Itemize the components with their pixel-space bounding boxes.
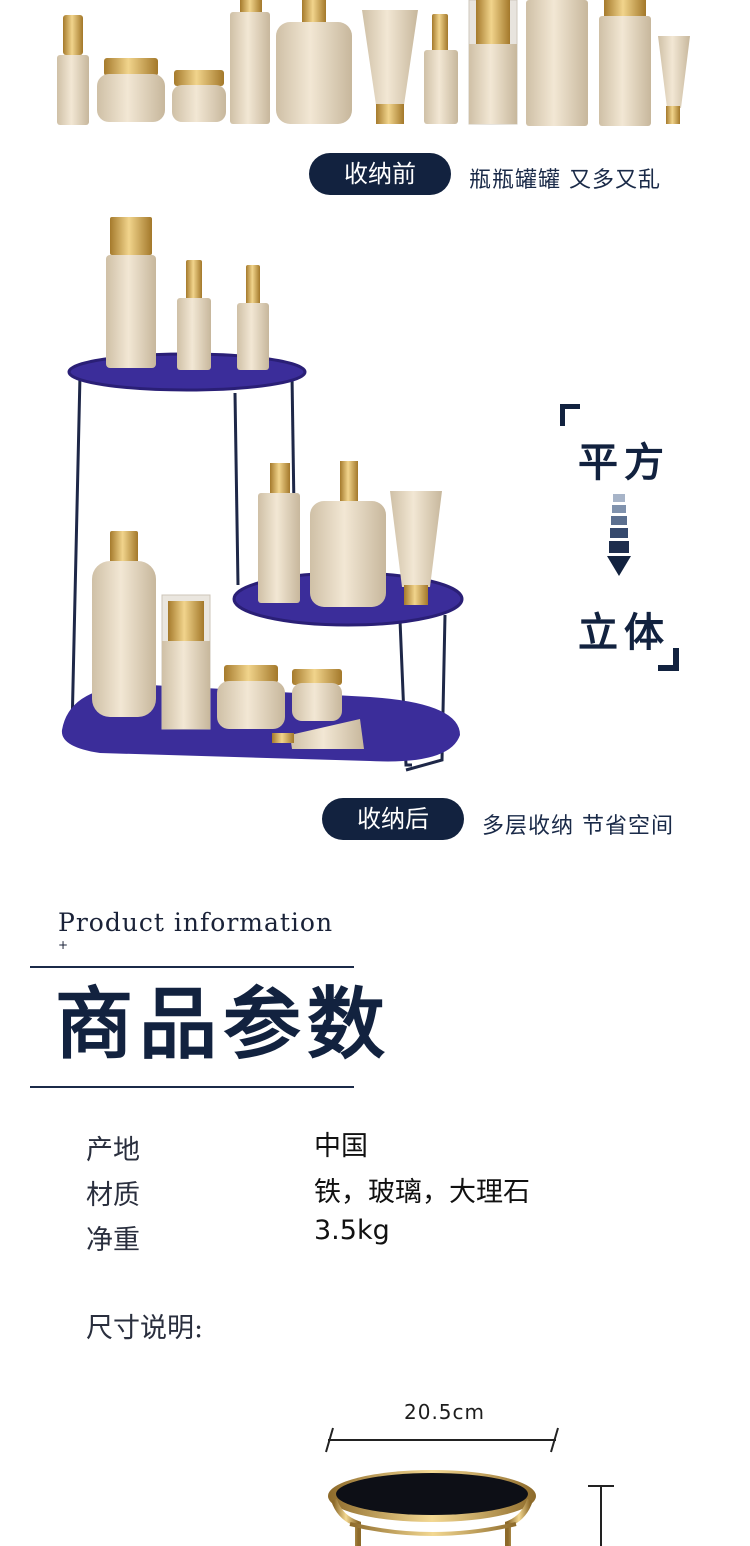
- airless-bottle: [468, 0, 518, 125]
- corner-bracket-bottom: [658, 648, 679, 671]
- after-caption: 多层收纳 节省空间: [482, 814, 674, 839]
- tall-bottle-2: [526, 0, 588, 126]
- slim-tube: [658, 36, 690, 124]
- cluttered-products-illustration: [57, 0, 690, 126]
- corner-bracket-top: [560, 404, 580, 426]
- cream-jar-large: [97, 58, 165, 122]
- small-dropper-bottle: [424, 14, 458, 124]
- down-arrow-icon: [607, 494, 631, 576]
- dropper-bottle: [57, 15, 89, 125]
- transform-graphic: [560, 404, 679, 671]
- transform-to-text: 立体: [578, 609, 670, 656]
- spec-label: 净重: [86, 1225, 140, 1256]
- spec-value: 中国: [314, 1131, 368, 1162]
- before-caption: 瓶瓶罐罐 又多又乱: [469, 168, 661, 193]
- width-dimension-label: 20.5cm: [404, 1400, 486, 1424]
- spec-label: 产地: [86, 1135, 140, 1166]
- organizer-stand-illustration: [61, 217, 464, 772]
- plus-mark-icon: +: [58, 938, 69, 952]
- section-title-english: Product information: [58, 908, 334, 937]
- title-rule-bottom: [30, 1086, 354, 1088]
- product-dimension-drawing: [325, 1427, 614, 1546]
- transform-from-text: 平方: [578, 439, 670, 486]
- title-rule-top: [30, 966, 354, 968]
- cream-tube: [362, 10, 418, 124]
- cream-jar-small: [172, 70, 226, 122]
- pump-bottle: [276, 0, 352, 124]
- round-stand-top: [328, 1470, 536, 1546]
- width-dimension-line: [325, 1427, 559, 1453]
- before-label-badge: 收纳前: [309, 153, 451, 195]
- tall-bottle: [230, 0, 270, 124]
- gold-cap-bottle: [599, 0, 651, 126]
- spec-value: 3.5kg: [314, 1215, 390, 1246]
- spec-label: 材质: [86, 1180, 140, 1211]
- after-label-badge: 收纳后: [322, 798, 464, 840]
- spec-value: 铁，玻璃，大理石: [314, 1177, 530, 1208]
- section-title: 商品参数: [55, 979, 392, 1070]
- size-heading: 尺寸说明:: [86, 1313, 204, 1344]
- height-dimension-line: [588, 1485, 614, 1546]
